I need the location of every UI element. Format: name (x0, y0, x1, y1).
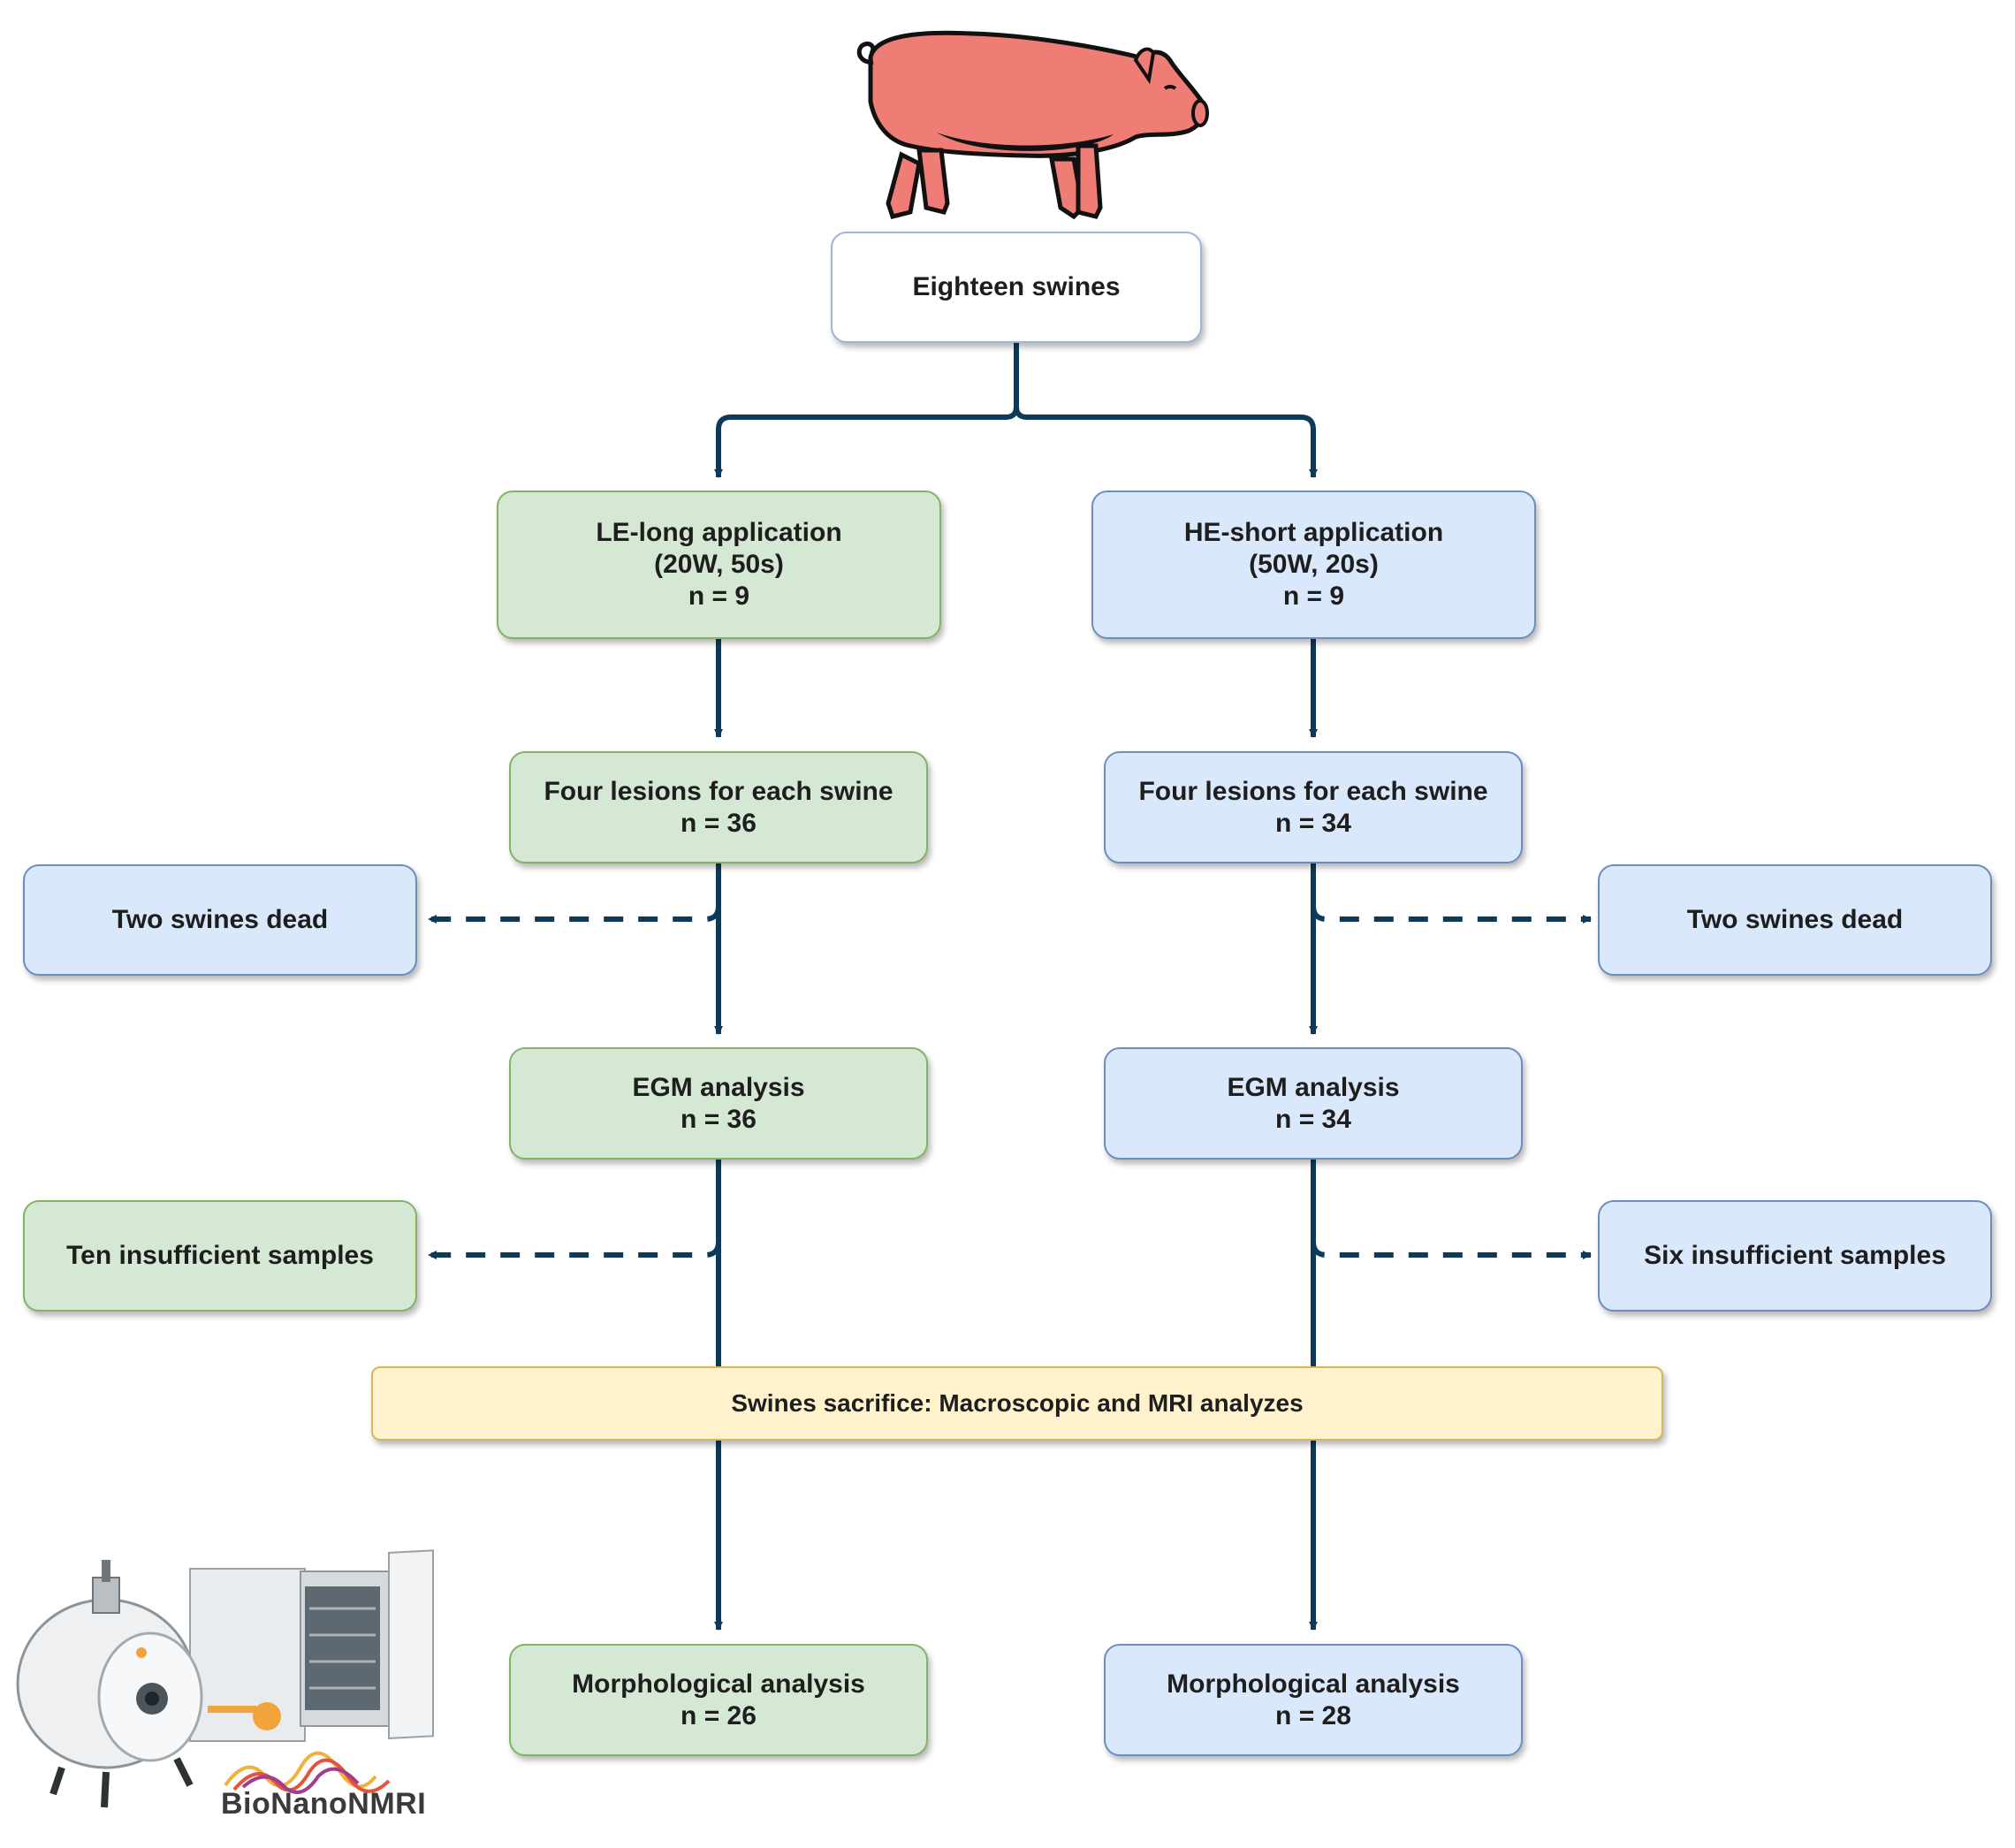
he-short-egm-count: n = 34 (1275, 1104, 1351, 1134)
right-dropout-connectors (1311, 905, 1592, 1259)
he-short-lesions-label: Four lesions for each swine (1138, 776, 1488, 806)
he-short-morphological-count: n = 28 (1275, 1700, 1351, 1730)
he-short-count: n = 9 (1282, 582, 1345, 611)
le-long-morphological-count: n = 26 (681, 1700, 757, 1730)
le-long-dropout-samples-node: Ten insufficient samples (23, 1200, 417, 1312)
le-long-egm-count: n = 36 (681, 1104, 757, 1134)
le-long-dropout-samples-label: Ten insufficient samples (66, 1241, 374, 1270)
le-long-count: n = 9 (688, 582, 750, 611)
mri-scanner-icon (16, 1549, 434, 1808)
he-short-egm-label: EGM analysis (1227, 1072, 1400, 1102)
le-long-morphological-label: Morphological analysis (572, 1669, 865, 1699)
le-long-egm-label: EGM analysis (632, 1072, 805, 1102)
le-long-lesions-count: n = 36 (681, 808, 757, 838)
logo-wave-icon (224, 1751, 391, 1794)
sacrifice-node: Swines sacrifice: Macroscopic and MRI an… (371, 1366, 1663, 1441)
he-short-params: (50W, 20s) (1249, 550, 1379, 579)
he-short-dropout-samples-label: Six insufficient samples (1644, 1241, 1946, 1270)
sacrifice-label: Swines sacrifice: Macroscopic and MRI an… (731, 1389, 1304, 1417)
he-short-dropout-samples-node: Six insufficient samples (1598, 1200, 1992, 1312)
he-short-morphological-label: Morphological analysis (1167, 1669, 1460, 1699)
left-dropout-connectors (428, 905, 721, 1259)
he-short-morphological-node: Morphological analysis n = 28 (1104, 1644, 1523, 1756)
he-short-lesions-node: Four lesions for each swine n = 34 (1104, 751, 1523, 863)
le-long-group-node: LE-long application (20W, 50s) n = 9 (497, 491, 941, 639)
root-node: Eighteen swines (831, 232, 1202, 343)
le-long-dropout-dead-label: Two swines dead (111, 905, 329, 934)
root-label: Eighteen swines (912, 272, 1121, 301)
he-short-dropout-dead-label: Two swines dead (1686, 905, 1904, 934)
bionanonmri-logo-text: BioNanoNMRI (221, 1787, 427, 1821)
le-long-egm-node: EGM analysis n = 36 (509, 1047, 928, 1160)
he-short-egm-node: EGM analysis n = 34 (1104, 1047, 1523, 1160)
le-long-params: (20W, 50s) (654, 550, 784, 579)
he-short-title: HE-short application (1183, 518, 1444, 547)
he-short-lesions-count: n = 34 (1275, 808, 1351, 838)
le-long-title: LE-long application (596, 518, 842, 547)
root-split-connector (714, 343, 1318, 478)
le-long-morphological-node: Morphological analysis n = 26 (509, 1644, 928, 1756)
le-long-lesions-label: Four lesions for each swine (544, 776, 893, 806)
le-long-lesions-node: Four lesions for each swine n = 36 (509, 751, 928, 863)
pig-icon (856, 30, 1209, 220)
le-long-dropout-dead-node: Two swines dead (23, 864, 417, 976)
he-short-group-node: HE-short application (50W, 20s) n = 9 (1091, 491, 1536, 639)
he-short-dropout-dead-node: Two swines dead (1598, 864, 1992, 976)
